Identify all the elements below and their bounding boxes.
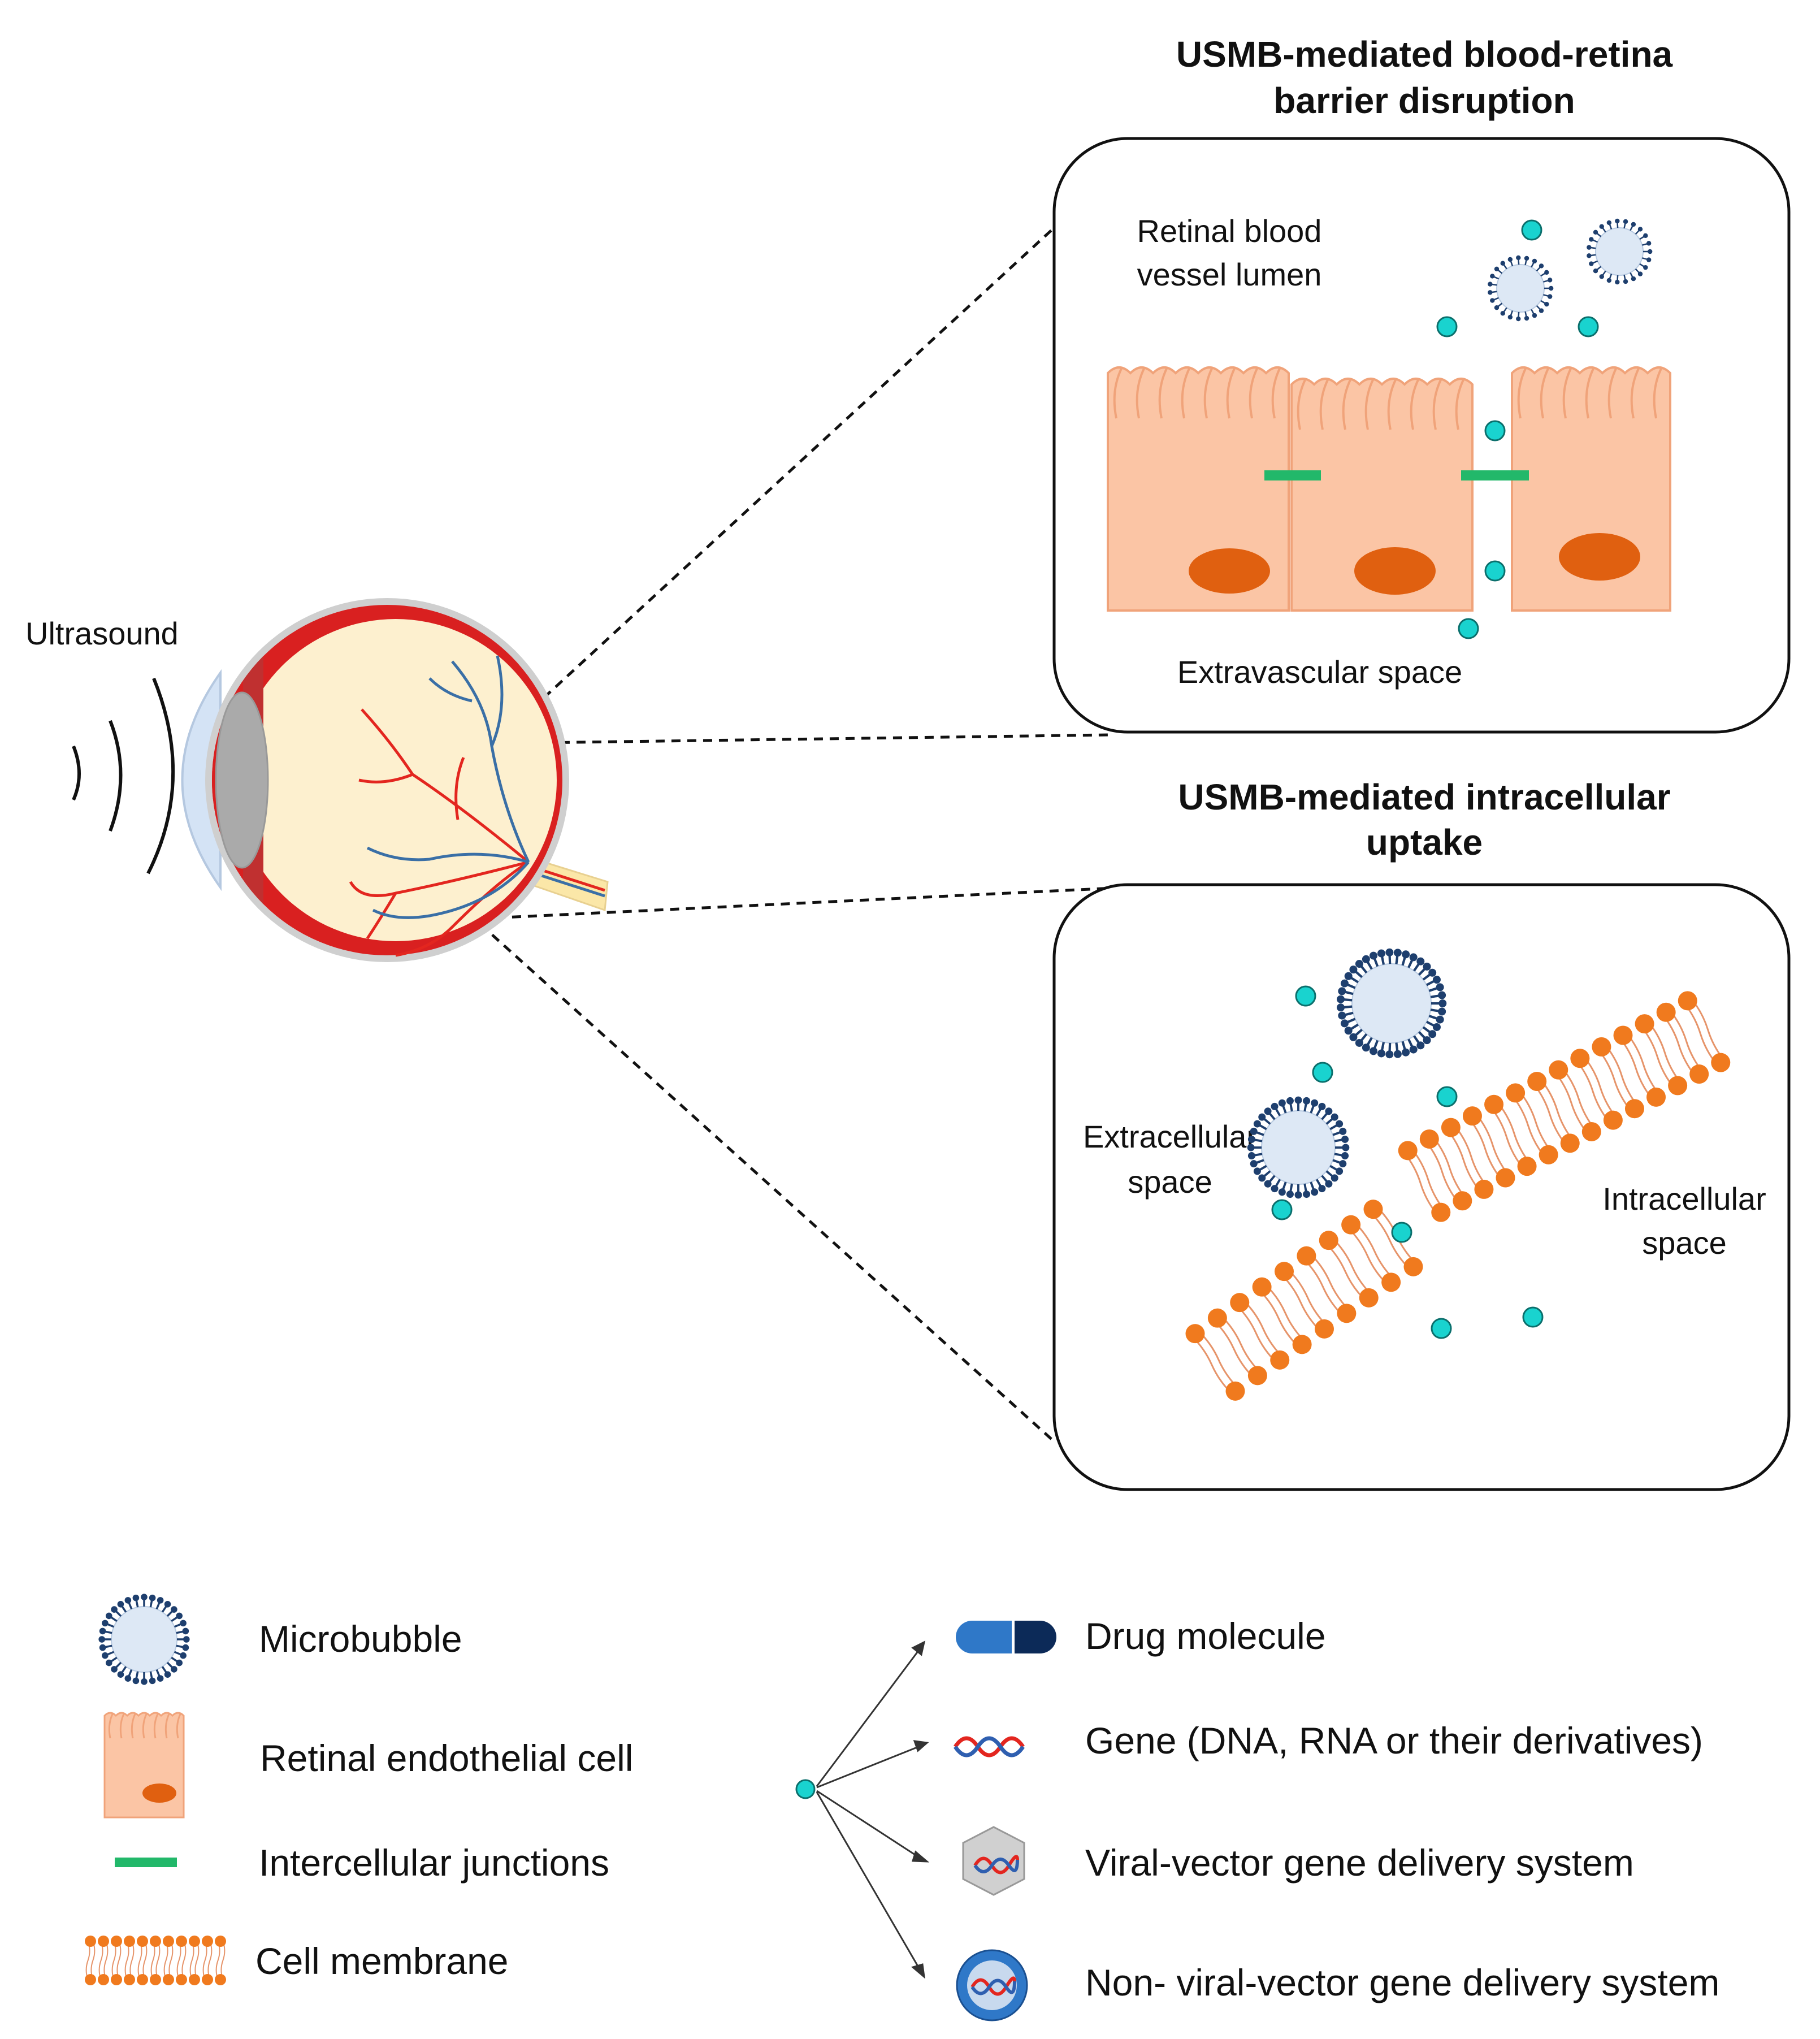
therapeutic-particle-icon — [1484, 420, 1506, 441]
legend-viral-label: Viral-vector gene delivery system — [1085, 1842, 1634, 1884]
cell-membrane-lower — [1185, 1200, 1423, 1401]
microbubble-icon — [98, 1594, 190, 1685]
retinal-arteries — [349, 708, 530, 957]
microbubble-icon — [1336, 948, 1447, 1059]
therapeutic-particle-icon — [1522, 1306, 1544, 1328]
nucleus — [1559, 533, 1640, 581]
legend-gene-label: Gene (DNA, RNA or their derivatives) — [1085, 1720, 1703, 1761]
therapeutic-particle-icon — [1578, 316, 1599, 337]
therapeutic-particle-icon — [795, 1779, 816, 1799]
therapeutic-particle-icon — [1312, 1062, 1333, 1083]
eye-diagram: Ultrasound — [25, 598, 609, 962]
hexagon-virus-icon — [962, 1826, 1025, 1896]
retinal-veins — [366, 655, 530, 919]
uptake-panel: Extracellular space Intracellular space — [1052, 883, 1791, 1491]
therapeutic-particle-icon — [1458, 618, 1479, 639]
extracellular-label-line1: Extracellular — [1083, 1119, 1257, 1154]
nucleus — [1354, 547, 1436, 595]
endothelial-cell — [1511, 366, 1671, 612]
endothelial-cell — [1290, 378, 1474, 612]
therapeutic-particle-icon — [1436, 1086, 1458, 1107]
brb-title-line2: barrier disruption — [1273, 80, 1575, 121]
endothelial-cell — [1107, 366, 1290, 612]
junction-icon — [115, 1858, 177, 1867]
brb-panel: Retinal blood vessel lumen Extravascular… — [1052, 137, 1791, 734]
zoom-line — [479, 923, 1055, 1443]
zoom-line — [480, 886, 1125, 920]
microbubble-icon — [1587, 218, 1653, 285]
cornea — [181, 669, 222, 891]
endothelial-cell-icon — [103, 1712, 185, 1819]
lumen-label-line2: vessel lumen — [1137, 257, 1322, 292]
legend-endothelial-label: Retinal endothelial cell — [260, 1737, 633, 1779]
therapeutic-particle-icon — [1271, 1199, 1293, 1220]
intracellular-label-line1: Intracellular — [1602, 1181, 1766, 1217]
zoom-line — [497, 733, 1108, 745]
extravascular-label: Extravascular space — [1177, 654, 1462, 690]
legend-junctions-label: Intercellular junctions — [259, 1842, 609, 1884]
nucleus — [1189, 548, 1270, 594]
extracellular-label-line2: space — [1128, 1164, 1212, 1200]
liposome-icon — [956, 1949, 1028, 2021]
lens — [215, 691, 269, 869]
therapeutic-particle-icon — [1521, 219, 1542, 241]
brb-title-line1: USMB-mediated blood-retina — [1176, 34, 1673, 75]
cell-membrane-icon — [85, 1936, 226, 1985]
therapeutic-particle-icon — [1295, 985, 1316, 1007]
uptake-title-line2: uptake — [1366, 822, 1483, 863]
legend-microbubble-label: Microbubble — [259, 1618, 462, 1660]
therapeutic-particle-icon — [1436, 316, 1458, 337]
intercellular-junction — [1461, 470, 1529, 480]
intracellular-label-line2: space — [1642, 1225, 1726, 1261]
legend-membrane-label: Cell membrane — [255, 1940, 509, 1982]
microbubble-icon — [1488, 255, 1554, 322]
legend-nonviral-label: Non- viral-vector gene delivery system — [1085, 1962, 1719, 2003]
zoom-lines — [479, 180, 1125, 1443]
capsule-icon — [956, 1621, 1056, 1653]
legend: Microbubble Retinal endothelial cell Int… — [85, 1594, 1719, 2021]
therapeutic-particle-icon — [1484, 560, 1506, 582]
lumen-label-line1: Retinal blood — [1137, 213, 1322, 249]
therapeutic-particle-icon — [1431, 1318, 1452, 1339]
ultrasound-wave-icon — [72, 677, 175, 875]
ultrasound-label: Ultrasound — [25, 616, 179, 651]
therapeutic-particle-icon — [1391, 1222, 1412, 1243]
intercellular-junction — [1264, 470, 1321, 480]
uptake-title-line1: USMB-mediated intracellular — [1178, 777, 1670, 817]
branch-arrows — [816, 1640, 930, 1979]
cell-membrane-upper — [1398, 991, 1731, 1222]
zoom-line — [496, 180, 1106, 742]
microbubble-icon — [1247, 1096, 1350, 1199]
legend-drug-label: Drug molecule — [1085, 1615, 1326, 1657]
double-helix-icon — [954, 1736, 1025, 1757]
